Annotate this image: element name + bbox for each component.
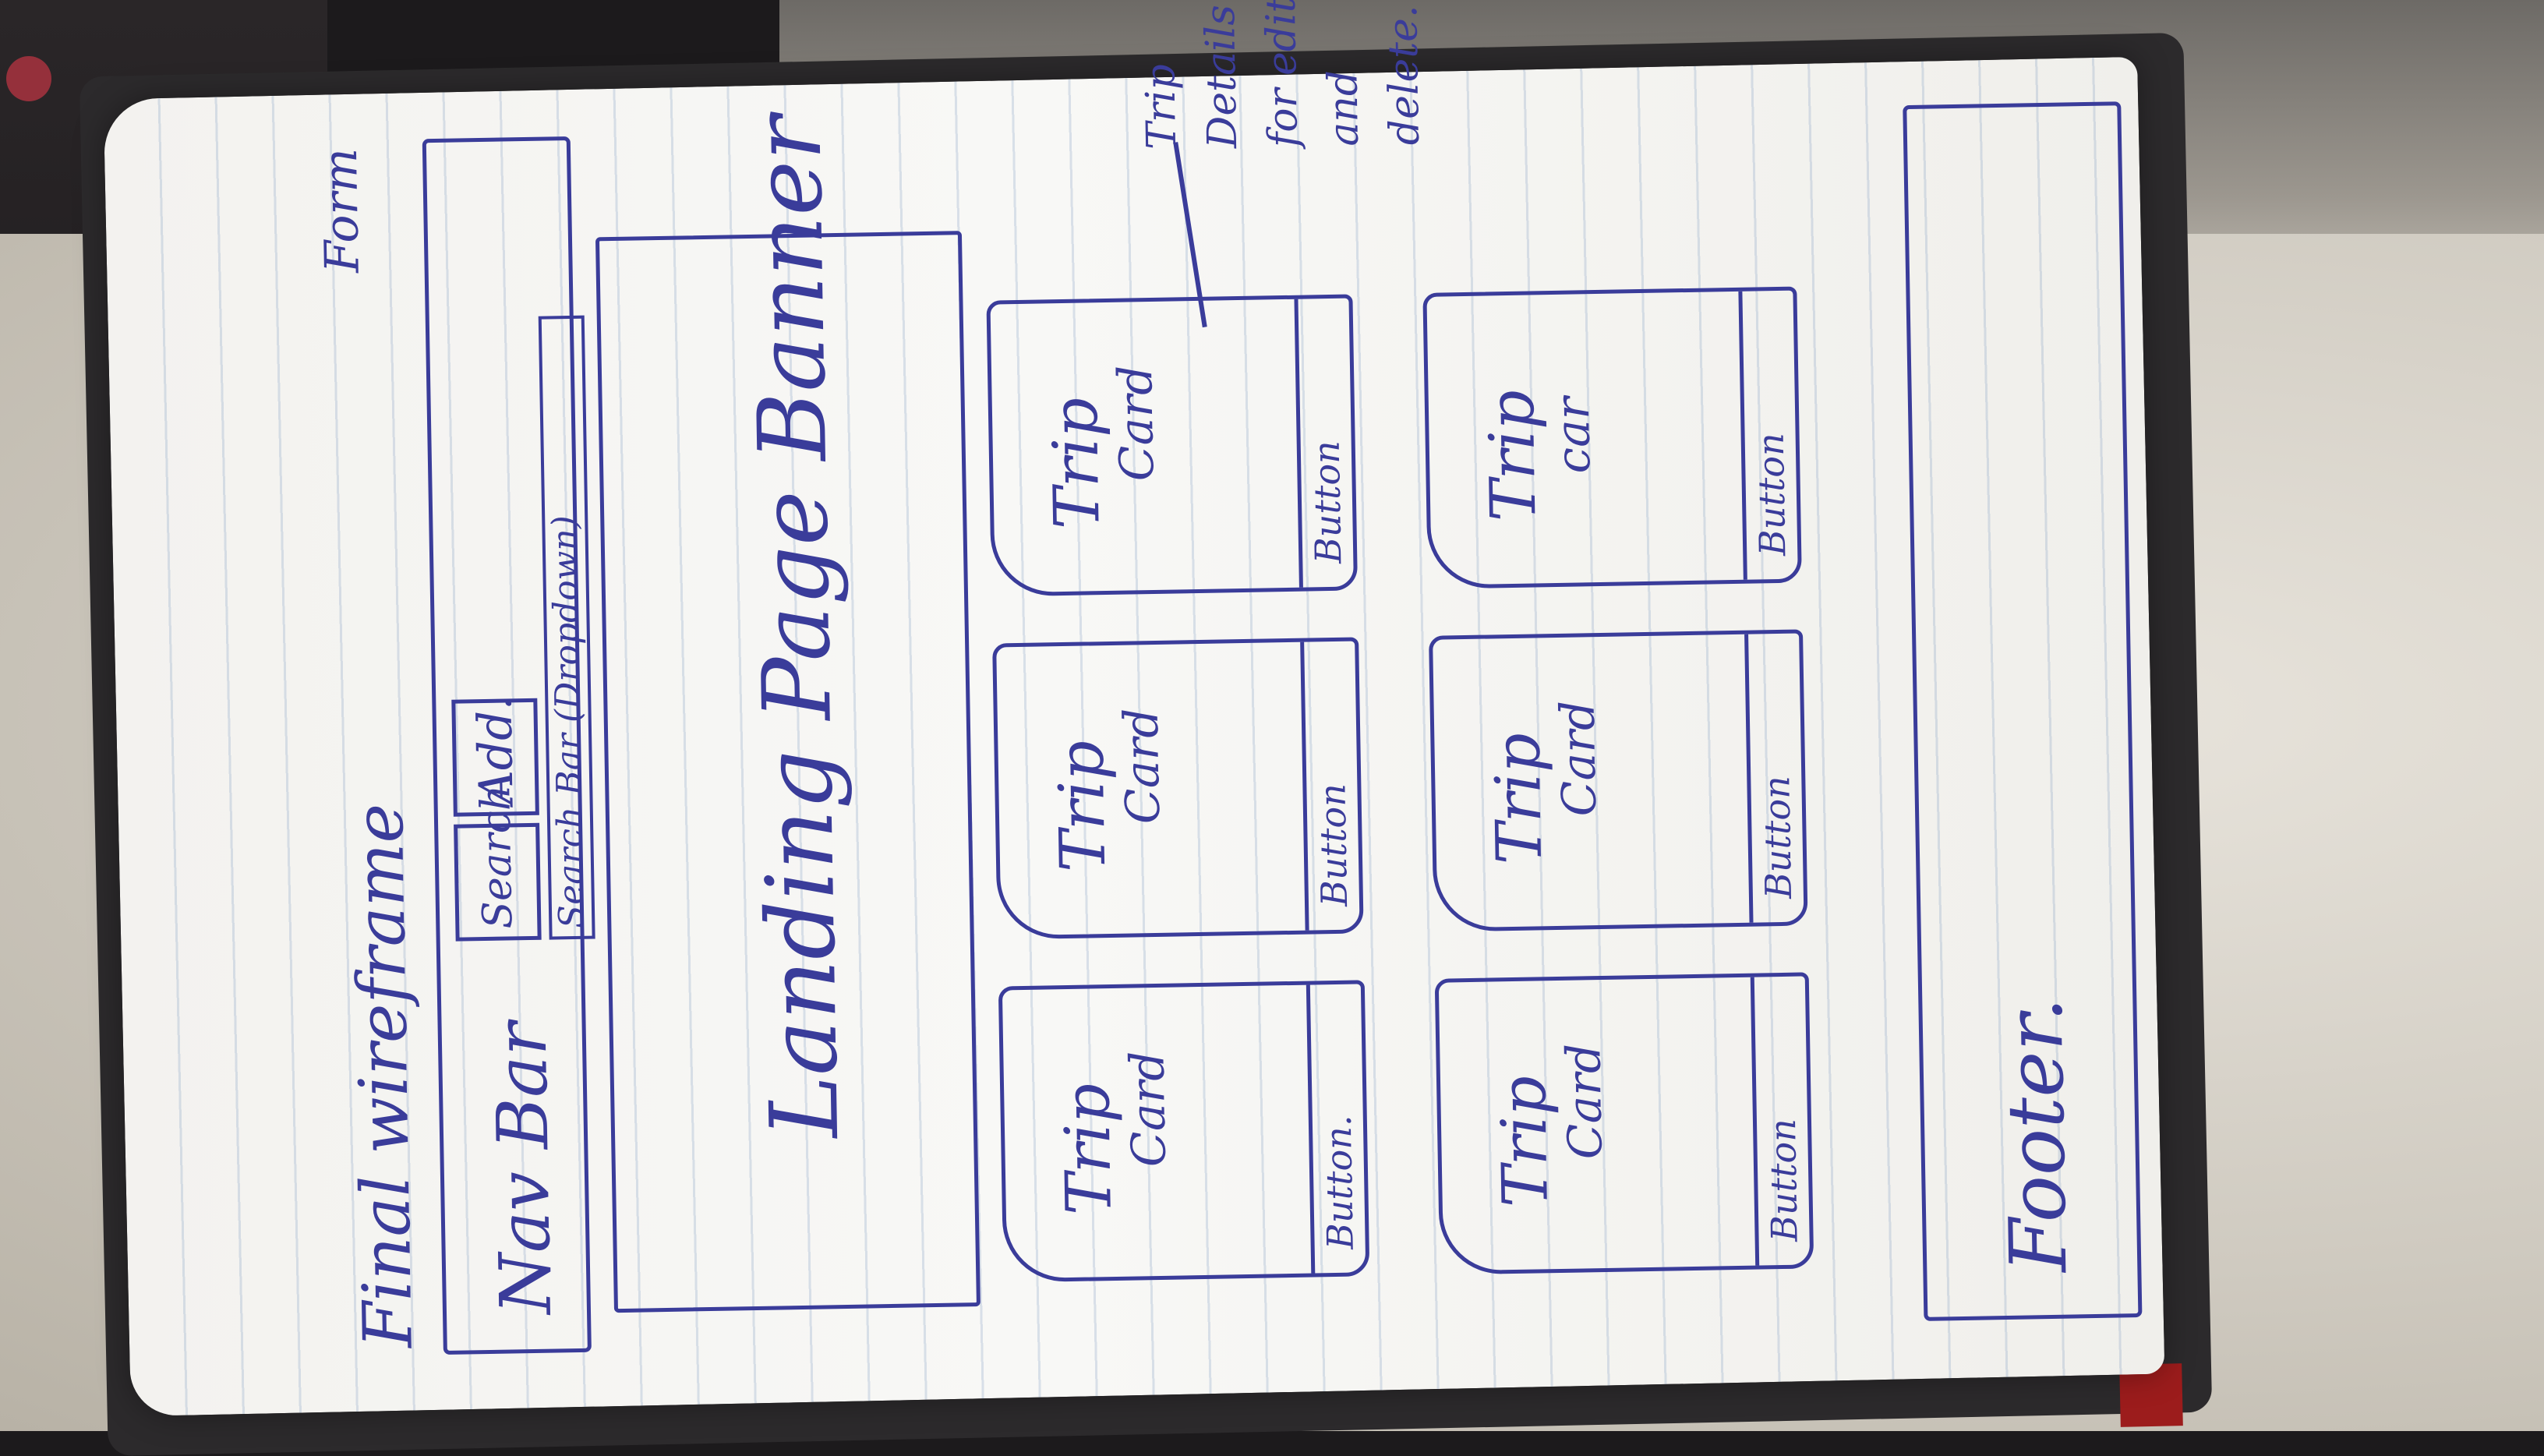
footer-label: Footer.: [1988, 997, 2085, 1274]
trip-card-subtitle: car: [1545, 396, 1602, 475]
trip-card: Trip Card Button: [992, 637, 1364, 940]
trip-card-button: Button: [1300, 641, 1360, 931]
trip-card-title: Trip: [1044, 740, 1120, 873]
wireframe-sketch: Final wireframe Nav Bar Search Add. Sear…: [297, 0, 2189, 1380]
trip-card-subtitle: Card: [1108, 364, 1165, 482]
trip-card-button: Button: [1750, 976, 1811, 1266]
trip-card-subtitle: Card: [1556, 1043, 1613, 1161]
form-note: Form: [313, 147, 370, 274]
landing-banner-label: Landing Page Banner: [733, 115, 860, 1140]
search-button-sketch: Search: [454, 784, 542, 942]
sketch-title: Final wireframe: [340, 803, 428, 1349]
trip-card-subtitle: Card: [1550, 700, 1608, 818]
trip-card-subtitle: Card: [1114, 707, 1171, 825]
trip-card-title: Trip: [1486, 1075, 1562, 1208]
red-object: [6, 56, 51, 101]
trip-card-button: Button: [1744, 633, 1804, 923]
add-button-sketch: Add.: [451, 695, 539, 817]
nav-bar-label: Nav Bar: [480, 1021, 568, 1316]
trip-details-note: Trip Details for edit and delete.: [1137, 0, 1429, 150]
trip-card-button: Button.: [1306, 984, 1366, 1274]
trip-card-title: Trip: [1475, 389, 1550, 522]
trip-card-subtitle: Card: [1120, 1050, 1177, 1168]
trip-card: Trip Card Button: [1429, 629, 1808, 932]
trip-card-button: Button: [1738, 290, 1798, 580]
trip-card-title: Trip: [1481, 732, 1556, 865]
trip-card-button: Button: [1294, 298, 1354, 588]
trip-cards-grid: Trip Card Button. Trip Card Button Trip …: [986, 254, 1892, 1283]
trip-card: Trip Card Button: [1434, 972, 1814, 1275]
trip-card-title: Trip: [1038, 397, 1114, 530]
trip-card: Trip car Button: [1422, 286, 1802, 589]
trip-card: Trip Card Button.: [998, 980, 1370, 1283]
search-bar-sketch: Search Bar (Dropdown): [538, 315, 595, 940]
trip-card: Trip Card Button: [986, 294, 1359, 597]
trip-card-title: Trip: [1051, 1083, 1125, 1216]
